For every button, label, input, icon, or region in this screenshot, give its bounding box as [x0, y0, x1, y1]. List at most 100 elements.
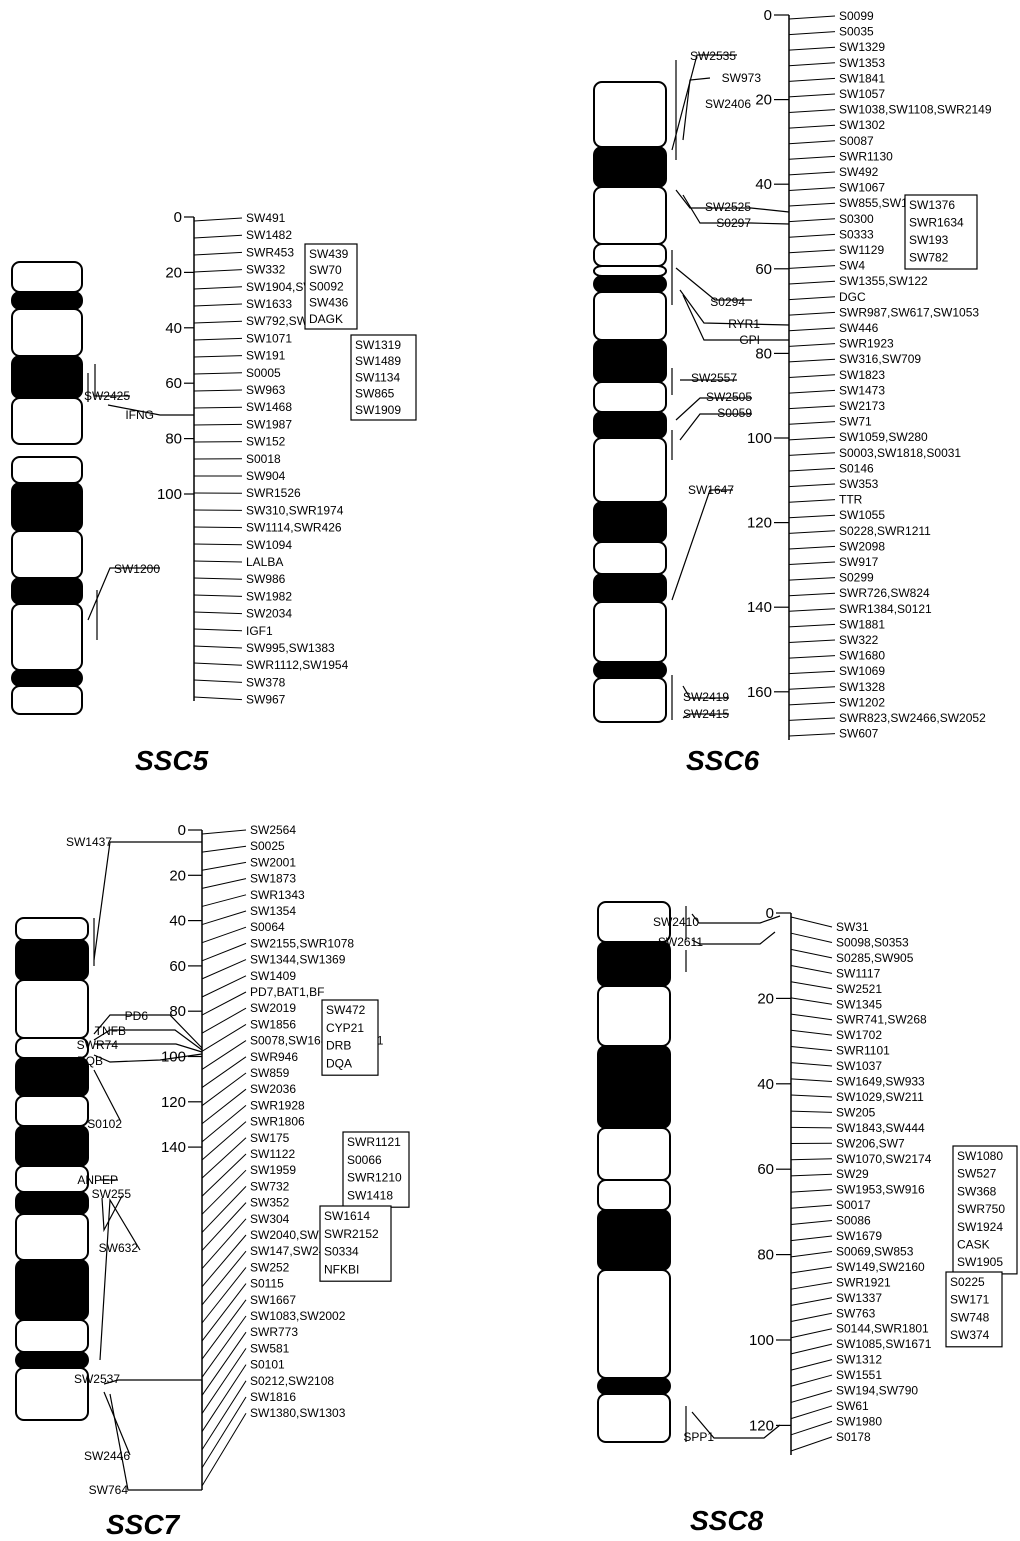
boxed-marker-label: S0092 [309, 279, 344, 293]
marker-label: SW1667 [250, 1293, 296, 1307]
marker-leader [790, 1094, 833, 1098]
side-marker-label: SW764 [89, 1483, 129, 1497]
marker-leader [788, 467, 836, 472]
side-marker-label: SWR74 [77, 1038, 119, 1052]
side-marker-label: SW2525 [705, 200, 751, 214]
marker-leader [201, 1169, 247, 1215]
light-band [15, 1367, 89, 1421]
marker-label: SW2155,SWR1078 [250, 936, 354, 950]
marker-label: S0299 [839, 571, 874, 585]
light-band [15, 1095, 89, 1127]
boxed-marker-label: SWR1634 [909, 216, 964, 230]
light-band [11, 685, 83, 715]
dark-band [15, 1191, 89, 1215]
marker-leader [788, 46, 836, 51]
marker-label: SW1038,SW1108,SWR2149 [839, 103, 992, 117]
comparative-bracket [87, 567, 160, 621]
boxed-marker-label: SWR750 [957, 1202, 1005, 1216]
marker-leader [201, 1396, 247, 1469]
marker-leader [201, 1023, 247, 1052]
marker-label: SW2173 [839, 399, 885, 413]
marker-leader [788, 358, 836, 363]
marker-label: SW191 [246, 349, 286, 363]
marker-leader [201, 1088, 247, 1125]
marker-label: SW1094 [246, 538, 292, 552]
marker-leader [788, 140, 836, 145]
marker-leader [790, 1173, 833, 1177]
comparative-bracket [93, 841, 202, 961]
dark-band [593, 573, 667, 603]
marker-label: SW4 [839, 259, 865, 273]
marker-label: SW1856 [250, 1017, 296, 1031]
cm-tick-label: 0 [178, 822, 186, 839]
boxed-marker-label: SW374 [950, 1328, 990, 1342]
boxed-marker-label: SWR1210 [347, 1171, 402, 1185]
marker-leader [193, 423, 243, 426]
marker-leader [788, 577, 836, 581]
chromosome-title: SSC7 [106, 1509, 181, 1540]
marker-label: SW1881 [839, 617, 885, 631]
side-marker-label: SW2611 [658, 935, 703, 949]
dark-band [11, 482, 83, 532]
boxed-marker-label: SW1134 [355, 370, 400, 384]
marker-label: SW1987 [246, 417, 292, 431]
marker-label: S0178 [836, 1430, 871, 1444]
marker-leader [201, 878, 247, 889]
side-marker-label: SW1437 [66, 835, 112, 849]
cm-tick-label: 20 [169, 867, 186, 884]
marker-label: S0300 [839, 212, 874, 226]
side-marker-label: S0294 [710, 295, 745, 309]
marker-label: SW1380,SW1303 [250, 1406, 346, 1420]
marker-label: LALBA [246, 555, 283, 569]
boxed-marker-label: SW193 [909, 233, 949, 247]
cm-tick-label: 100 [161, 1049, 186, 1066]
side-marker-label: S0102 [87, 1117, 122, 1131]
marker-label: S0035 [839, 25, 874, 39]
marker-label: SW1344,SW1369 [250, 953, 346, 967]
boxed-marker-label: SW70 [309, 263, 342, 277]
marker-label: S0115 [250, 1277, 284, 1291]
boxed-marker-label: SW1905 [957, 1255, 1003, 1269]
marker-label: SW967 [246, 693, 286, 707]
boxed-marker-label: SW1614 [324, 1209, 370, 1223]
marker-leader [788, 592, 836, 597]
marker-leader [790, 1266, 833, 1274]
cm-tick-label: 100 [157, 486, 182, 503]
marker-label: SWR726,SW824 [839, 586, 930, 600]
light-band [15, 917, 89, 941]
marker-leader [193, 594, 243, 597]
marker-leader [201, 894, 247, 907]
boxed-marker-label: S0334 [324, 1245, 359, 1259]
dark-band [11, 291, 83, 310]
marker-leader [193, 320, 243, 324]
side-marker-label: SW2425 [84, 389, 130, 403]
dark-band [15, 1125, 89, 1167]
marker-leader [193, 526, 243, 529]
marker-label: SW1482 [246, 228, 292, 242]
marker-leader [788, 483, 836, 488]
marker-label: SW1354 [250, 904, 296, 918]
marker-label: SW1337 [836, 1291, 882, 1305]
boxed-marker-label: CASK [957, 1238, 990, 1252]
boxed-marker-label: S0225 [950, 1275, 985, 1289]
boxed-marker-label: SW1489 [355, 354, 401, 368]
marker-label: PD7,BAT1,BF [250, 985, 324, 999]
comparative-bracket [682, 713, 729, 719]
marker-label: SW1312 [836, 1353, 882, 1367]
comparative-bracket [671, 54, 737, 151]
marker-label: SW963 [246, 383, 286, 397]
marker-label: SW2521 [836, 982, 882, 996]
marker-leader [788, 639, 836, 643]
boxed-marker-label: SW1319 [355, 338, 401, 352]
marker-label: SW1816 [250, 1390, 296, 1404]
comparative-bracket [93, 1053, 203, 1063]
cm-tick-label: 100 [747, 430, 772, 447]
marker-label: SW1085,SW1671 [836, 1337, 932, 1351]
marker-label: SW152 [246, 435, 286, 449]
marker-label: SW1649,SW933 [836, 1075, 925, 1089]
panel-ssc8: 020406080100120SW31S0098,S0353S0285,SW90… [597, 901, 1018, 1536]
